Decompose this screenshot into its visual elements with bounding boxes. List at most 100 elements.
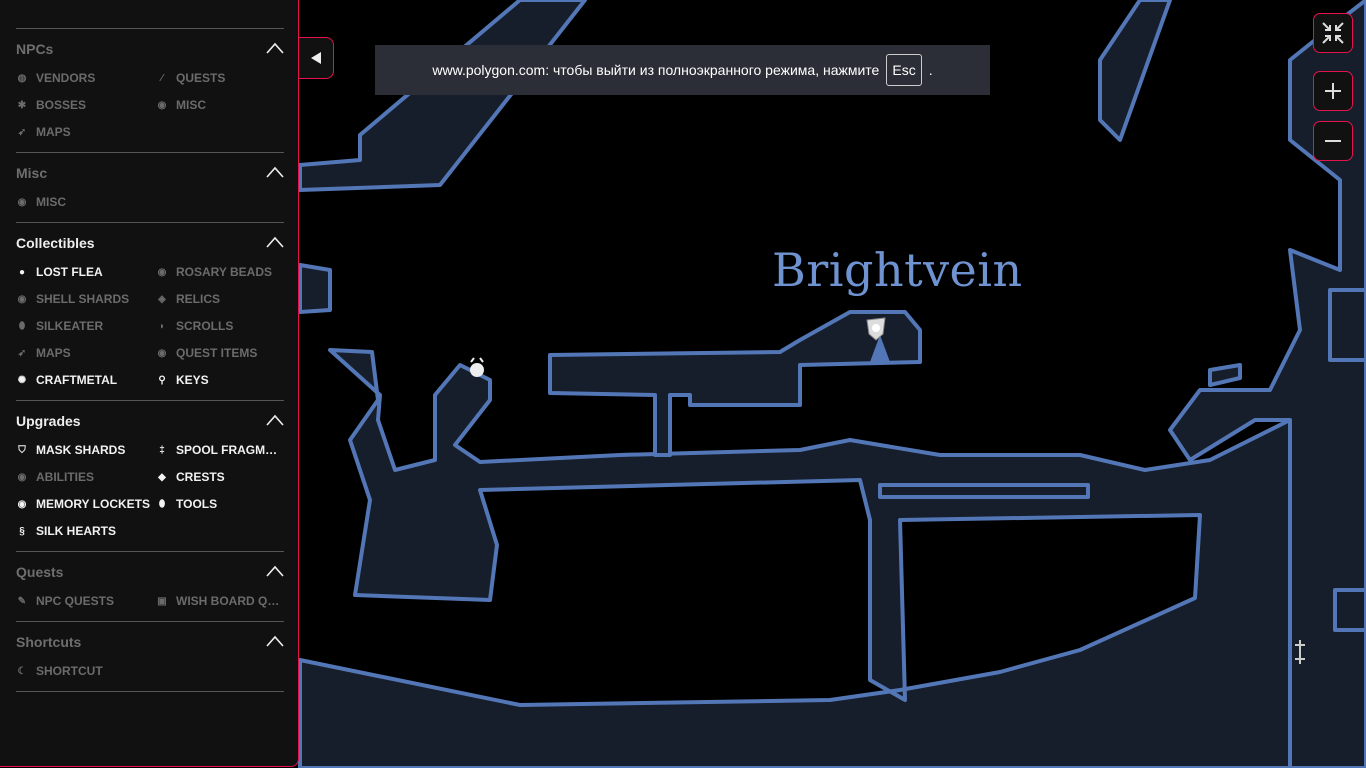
quest-item-icon: ◉ <box>157 347 167 359</box>
filter-item-label: SILKEATER <box>36 319 104 333</box>
filter-item-label: WISH BOARD QUE... <box>176 594 284 608</box>
filter-item-label: SCROLLS <box>176 319 234 333</box>
filter-item-lost-flea[interactable]: ● LOST FLEA <box>16 263 156 281</box>
filter-item-tools[interactable]: ⬮TOOLS <box>156 495 284 513</box>
scroll-icon: ◗ <box>158 320 166 332</box>
divider <box>16 152 284 153</box>
filter-item-label: VENDORS <box>36 71 96 85</box>
area-label: Brightvein <box>772 243 1023 297</box>
filter-item-wish-board-que[interactable]: ▣ WISH BOARD QUE... <box>156 592 284 610</box>
filter-item-shortcut[interactable]: ☾SHORTCUT <box>16 662 156 680</box>
chevron-up-icon[interactable] <box>266 565 284 577</box>
relic-icon: ◈ <box>158 293 166 305</box>
chevron-up-icon[interactable] <box>266 635 284 647</box>
filter-item-silk-hearts[interactable]: §SILK HEARTS <box>16 522 156 540</box>
section-title: Shortcuts <box>16 634 82 650</box>
section-title: Misc <box>16 165 48 181</box>
filter-item-label: BOSSES <box>36 98 87 112</box>
map-room <box>548 310 922 457</box>
filter-item-label: SPOOL FRAGMEN... <box>176 443 284 457</box>
section-header[interactable]: Collectibles <box>16 232 284 254</box>
filter-item-keys[interactable]: ⚲KEYS <box>156 371 284 389</box>
filter-item-maps[interactable]: ➶MAPS <box>16 344 156 362</box>
section-header[interactable]: Misc <box>16 162 284 184</box>
filter-item-shell-shards[interactable]: ◉SHELL SHARDS <box>16 290 156 308</box>
section-title: NPCs <box>16 41 54 57</box>
section-header[interactable]: Quests <box>16 561 284 583</box>
filter-section-upgrades: Upgrades ⛉MASK SHARDS‡ SPOOL FRAGMEN... ◉ AB… <box>16 410 284 540</box>
section-header[interactable]: Shortcuts <box>16 631 284 653</box>
map-room <box>1098 0 1172 142</box>
craftmetal-icon: ✺ <box>17 374 27 386</box>
wish-board-icon: ▣ <box>157 595 167 607</box>
collapse-sidebar-button[interactable] <box>299 37 334 79</box>
filter-section-quests: Quests ✎NPC QUESTS▣ WISH BOARD QUE... <box>16 561 284 610</box>
filter-item-label: MAPS <box>36 125 71 139</box>
filter-item-relics[interactable]: ◈ RELICS <box>156 290 284 308</box>
filter-item-scrolls[interactable]: ◗ SCROLLS <box>156 317 284 335</box>
divider <box>16 621 284 622</box>
fullscreen-notice: www.polygon.com: чтобы выйти из полноэкр… <box>375 45 990 95</box>
shell-icon: ◉ <box>17 293 27 305</box>
lost-flea-marker[interactable] <box>470 357 484 377</box>
filter-item-label: MISC <box>176 98 206 112</box>
filter-item-abilities[interactable]: ◉ ABILITIES <box>16 468 156 486</box>
spool-icon: ‡ <box>159 444 165 456</box>
filter-section-misc: Misc ◉ MISC <box>16 162 284 211</box>
section-header[interactable]: Upgrades <box>16 410 284 432</box>
boss-icon: ✱ <box>17 99 27 111</box>
filter-item-mask-shards[interactable]: ⛉MASK SHARDS <box>16 441 156 459</box>
filter-item-quest-items[interactable]: ◉QUEST ITEMS <box>156 344 284 362</box>
divider <box>16 691 284 692</box>
filter-item-spool-fragmen[interactable]: ‡ SPOOL FRAGMEN... <box>156 441 284 459</box>
filter-item-label: MASK SHARDS <box>36 443 126 457</box>
ability-icon: ◉ <box>17 471 27 483</box>
filter-item-rosary-beads[interactable]: ◉ROSARY BEADS <box>156 263 284 281</box>
misc-icon: ◉ <box>17 196 27 208</box>
chevron-up-icon[interactable] <box>266 236 284 248</box>
chevron-up-icon[interactable] <box>266 42 284 54</box>
filter-item-memory-lockets[interactable]: ◉MEMORY LOCKETS <box>16 495 156 513</box>
map-icon: ➶ <box>17 126 27 138</box>
filter-item-misc[interactable]: ◉ MISC <box>16 193 156 211</box>
filter-item-label: LOST FLEA <box>36 265 103 279</box>
map-icon: ➶ <box>17 347 27 359</box>
zoom-out-button[interactable] <box>1313 121 1353 161</box>
zoom-in-button[interactable] <box>1313 71 1353 111</box>
divider <box>16 400 284 401</box>
filter-item-silkeater[interactable]: ⬮ SILKEATER <box>16 317 156 335</box>
chevron-up-icon[interactable] <box>266 414 284 426</box>
exit-fullscreen-button[interactable] <box>1313 13 1353 53</box>
spool-marker[interactable] <box>1295 640 1305 664</box>
filter-item-misc[interactable]: ◉MISC <box>156 96 284 114</box>
map-room <box>298 0 1366 768</box>
tool-icon: ⬮ <box>158 498 166 510</box>
filter-item-npc-quests[interactable]: ✎NPC QUESTS <box>16 592 156 610</box>
filter-item-quests[interactable]: ⁄QUESTS <box>156 69 284 87</box>
rosary-icon: ◉ <box>157 266 167 278</box>
filter-item-label: SILK HEARTS <box>36 524 117 538</box>
filter-item-label: NPC QUESTS <box>36 594 115 608</box>
filter-item-label: KEYS <box>176 373 209 387</box>
vendor-icon: ◍ <box>17 72 27 84</box>
flea-icon: ● <box>18 266 26 278</box>
filter-item-label: MEMORY LOCKETS <box>36 497 151 511</box>
filter-item-bosses[interactable]: ✱ BOSSES <box>16 96 156 114</box>
filter-item-vendors[interactable]: ◍ VENDORS <box>16 69 156 87</box>
section-header[interactable]: NPCs <box>16 38 284 60</box>
filter-item-crests[interactable]: ◆CRESTS <box>156 468 284 486</box>
mask-shard-marker[interactable] <box>866 317 886 341</box>
filter-item-label: RELICS <box>176 292 221 306</box>
filter-item-craftmetal[interactable]: ✺CRAFTMETAL <box>16 371 156 389</box>
filter-item-label: ABILITIES <box>36 470 95 484</box>
filter-item-maps[interactable]: ➶ MAPS <box>16 123 156 141</box>
silkeater-icon: ⬮ <box>18 320 26 332</box>
map-room <box>878 483 1090 499</box>
filter-section-shortcuts: Shortcuts ☾SHORTCUT <box>16 631 284 680</box>
chevron-up-icon[interactable] <box>266 166 284 178</box>
filter-item-label: MISC <box>36 195 66 209</box>
filter-item-label: QUESTS <box>176 71 226 85</box>
crest-icon: ◆ <box>158 471 166 483</box>
